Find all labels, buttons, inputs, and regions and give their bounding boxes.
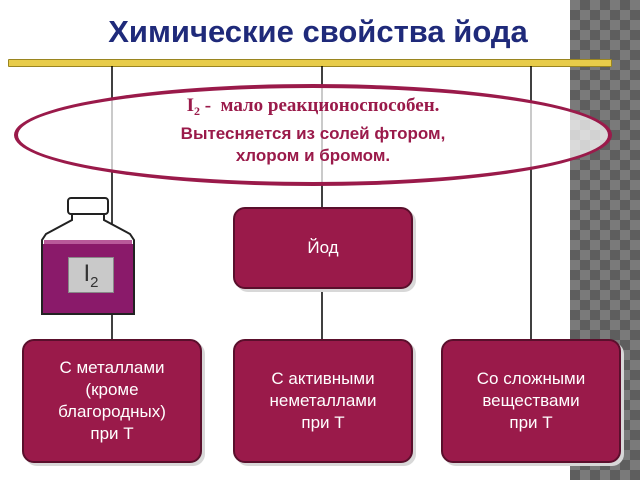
reaction-box-nonmetals: С активными неметаллами при Т bbox=[233, 339, 413, 463]
title-underline-bar bbox=[8, 59, 612, 67]
info-line-1: I2 - мало реакционоспособен. bbox=[186, 95, 440, 118]
reaction-box-compounds: Со сложными веществами при Т bbox=[441, 339, 621, 463]
info-line-2: Вытесняется из солей фтором, bbox=[180, 124, 446, 143]
info-oval-text: I2 - мало реакционоспособен. Вытесняется… bbox=[14, 94, 612, 167]
info-line-3: хлором и бромом. bbox=[235, 146, 391, 165]
info-oval bbox=[14, 84, 612, 186]
page-title: Химические свойства йода bbox=[108, 14, 528, 49]
reaction-box-metals: С металлами (кроме благородных) при Т bbox=[22, 339, 202, 463]
flask-label: I2 bbox=[68, 257, 114, 293]
iodine-center-box: Йод bbox=[233, 207, 413, 289]
